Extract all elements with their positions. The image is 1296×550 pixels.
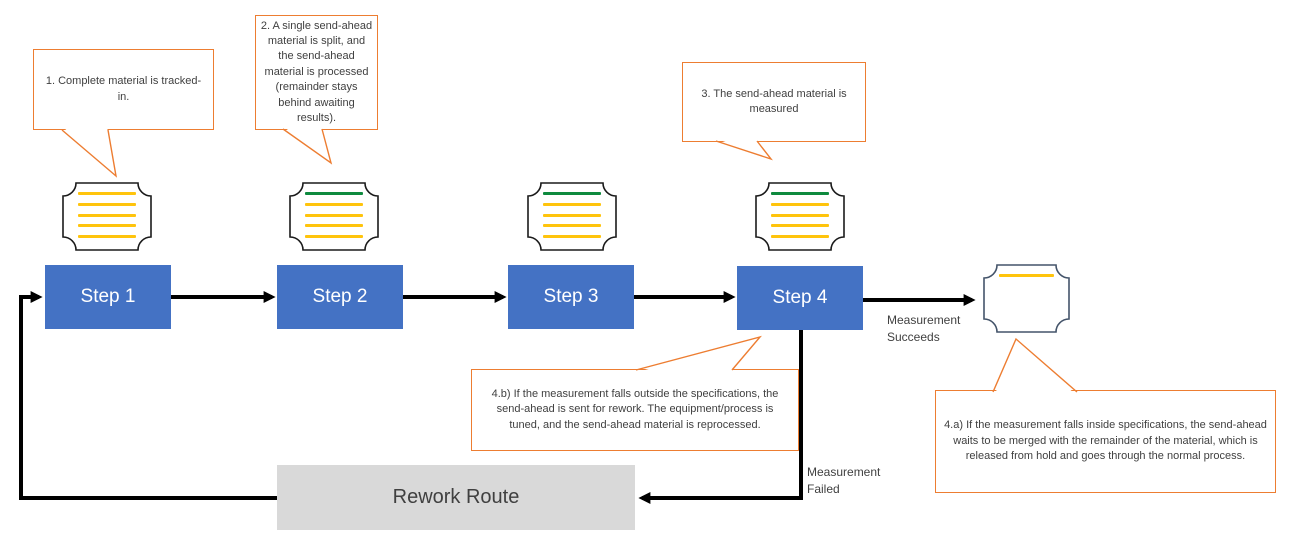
document-icon-step1 xyxy=(61,181,153,252)
document-line-yellow xyxy=(78,235,136,238)
rework-route-box: Rework Route xyxy=(277,465,635,530)
callout-note-2-text: 2. A single send-ahead material is split… xyxy=(260,19,373,124)
document-icon-shape xyxy=(289,182,379,251)
document-icon-step2 xyxy=(288,181,380,252)
document-line-green xyxy=(543,192,601,195)
document-line-yellow xyxy=(78,192,136,195)
callout-tail-note-4b xyxy=(635,335,762,372)
rework-route-label: Rework Route xyxy=(392,486,520,508)
document-line-yellow xyxy=(543,235,601,238)
callout-note-4b-text: 4.b) If the measurement falls outside th… xyxy=(491,387,779,431)
document-line-yellow xyxy=(78,224,136,228)
measurement-succeeds-label: Measurement Succeeds xyxy=(887,313,961,345)
step-4-label: Step 4 xyxy=(772,287,828,308)
document-line-yellow xyxy=(771,235,829,238)
callout-note-4a: 4.a) If the measurement falls inside spe… xyxy=(935,390,1276,493)
document-line-yellow xyxy=(771,213,829,217)
step-1-box: Step 1 xyxy=(45,265,171,329)
document-line-yellow xyxy=(305,235,363,238)
document-icon-shape xyxy=(755,182,845,251)
callout-note-1: 1. Complete material is tracked-in. xyxy=(33,49,214,130)
document-line-yellow xyxy=(78,213,136,217)
document-text-lines xyxy=(305,192,363,238)
callout-tail-note-1 xyxy=(61,127,118,178)
step-1-label: Step 1 xyxy=(80,286,136,307)
document-line-yellow xyxy=(305,202,363,206)
document-text-lines xyxy=(78,192,136,238)
document-line-yellow xyxy=(999,274,1054,277)
document-icon-shape xyxy=(527,182,617,251)
document-icon-step4 xyxy=(754,181,846,252)
step-2-label: Step 2 xyxy=(312,286,368,307)
document-line-yellow xyxy=(78,202,136,206)
callout-tail-note-3 xyxy=(715,139,773,161)
document-icon-shape xyxy=(62,182,152,251)
callout-note-4b: 4.b) If the measurement falls outside th… xyxy=(471,369,799,451)
document-icon-step3 xyxy=(526,181,618,252)
callout-note-4a-text: 4.a) If the measurement falls inside spe… xyxy=(944,419,1267,463)
document-line-yellow xyxy=(543,224,601,228)
callout-note-1-text: 1. Complete material is tracked-in. xyxy=(45,75,202,103)
document-line-green xyxy=(305,192,363,195)
document-text-lines xyxy=(771,192,829,238)
step-3-box: Step 3 xyxy=(508,265,634,329)
callout-tail-note-2 xyxy=(282,127,333,165)
document-line-yellow xyxy=(771,202,829,206)
document-icon-shape xyxy=(983,264,1070,333)
document-icon-succeeded xyxy=(982,263,1071,334)
callout-tail-note-4a xyxy=(992,337,1078,394)
measurement-failed-label: Measurement Failed xyxy=(807,465,881,497)
callout-note-2: 2. A single send-ahead material is split… xyxy=(255,15,378,130)
document-line-green xyxy=(771,192,829,195)
document-line-yellow xyxy=(771,224,829,228)
step-2-box: Step 2 xyxy=(277,265,403,329)
document-line-yellow xyxy=(305,213,363,217)
document-line-yellow xyxy=(305,224,363,228)
step-3-label: Step 3 xyxy=(543,286,599,307)
document-text-lines xyxy=(543,192,601,238)
callout-note-3: 3. The send-ahead material is measured xyxy=(682,62,866,142)
document-line-yellow xyxy=(543,202,601,206)
document-line-yellow xyxy=(543,213,601,217)
step-4-box: Step 4 xyxy=(737,266,863,330)
document-text-lines xyxy=(999,274,1054,320)
callout-note-3-text: 3. The send-ahead material is measured xyxy=(701,87,847,115)
